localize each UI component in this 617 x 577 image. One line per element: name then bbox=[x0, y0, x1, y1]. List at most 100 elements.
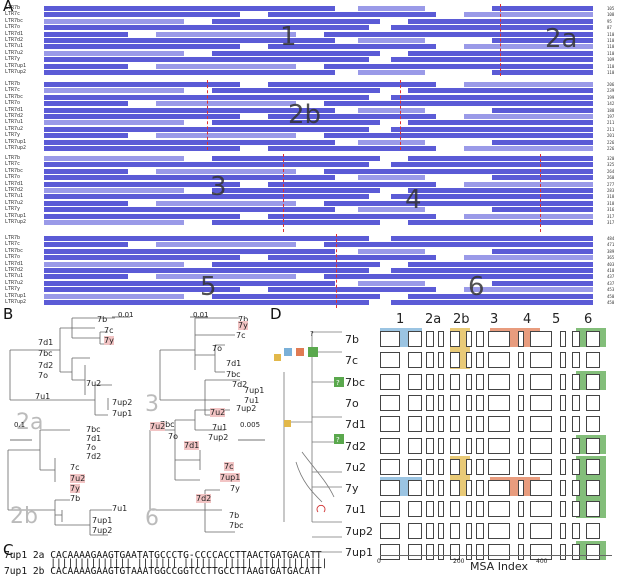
region-boundary-line bbox=[540, 154, 542, 232]
col-label-3: 3 bbox=[490, 312, 499, 327]
msa-conserved-segment bbox=[268, 287, 436, 293]
msa-seq-row bbox=[44, 38, 604, 43]
msa-end-position: 471 bbox=[607, 242, 615, 248]
msa-conserved-segment bbox=[212, 261, 380, 267]
msa-conserved-segment bbox=[212, 156, 380, 161]
msa-conserved-segment bbox=[156, 168, 296, 174]
element-box bbox=[476, 522, 484, 539]
msa-seq-row bbox=[44, 255, 604, 261]
element-box bbox=[530, 522, 552, 539]
element-box bbox=[560, 501, 566, 518]
tree-label: 7c bbox=[104, 326, 114, 335]
tree-label: 7o bbox=[86, 443, 96, 452]
msa-conserved-segment bbox=[268, 181, 436, 187]
col-label-2a: 2a bbox=[425, 312, 442, 327]
msa-conserved-segment bbox=[44, 242, 128, 248]
msa-seq-name: LTR7b bbox=[5, 81, 21, 87]
tree-label: 7up2 bbox=[92, 526, 113, 535]
msa-conserved-segment bbox=[44, 287, 240, 293]
msa-end-position: 110 bbox=[607, 38, 615, 43]
msa-seq-row bbox=[44, 248, 604, 254]
element-box bbox=[488, 416, 510, 433]
region-5-label: 5 bbox=[200, 272, 217, 302]
msa-seq-name: LTR7o bbox=[5, 174, 21, 181]
msa-conserved-segment bbox=[408, 156, 593, 161]
msa-seq-name: LTR7y bbox=[5, 206, 21, 213]
msa-seq-name: LTR7c bbox=[5, 11, 21, 18]
msa-seq-name: LTR7d2 bbox=[5, 113, 24, 119]
panel-c-label: C bbox=[3, 541, 14, 559]
msa-seq-row bbox=[44, 107, 604, 113]
msa-conserved-segment bbox=[268, 12, 436, 18]
element-box bbox=[530, 501, 552, 518]
element-box bbox=[572, 458, 580, 475]
region-2a-label: 2a bbox=[545, 24, 578, 54]
element-box bbox=[560, 480, 566, 497]
msa-conserved-segment bbox=[268, 82, 436, 87]
msa-conserved-segment bbox=[492, 175, 593, 181]
msa-conserved-segment bbox=[324, 63, 593, 69]
element-box bbox=[450, 373, 460, 390]
msa-end-position: 110 bbox=[607, 63, 615, 69]
msa-conserved-segment bbox=[44, 18, 184, 24]
msa-seq-name: LTR7o bbox=[5, 100, 21, 107]
element-box bbox=[518, 458, 524, 475]
element-box bbox=[380, 544, 400, 560]
msa-conserved-segment bbox=[44, 168, 128, 174]
msa-seq-name: LTR7o bbox=[5, 254, 21, 261]
msa-seq-name: LTR7c bbox=[5, 87, 21, 94]
msa-conserved-segment bbox=[464, 255, 593, 261]
tree-label: 7u1 bbox=[35, 392, 51, 401]
element-box bbox=[530, 373, 552, 390]
msa-seq-name: LTR7d2 bbox=[5, 37, 24, 43]
element-box bbox=[408, 522, 422, 539]
msa-conserved-segment bbox=[44, 12, 240, 18]
msa-seq-name: LTR7d1 bbox=[5, 180, 24, 187]
msa-conserved-segment bbox=[324, 200, 593, 206]
tree-label: 7up1 bbox=[92, 516, 113, 525]
element-box bbox=[560, 437, 566, 454]
element-box bbox=[488, 480, 510, 497]
msa-end-position: 201 bbox=[607, 133, 615, 139]
element-box bbox=[426, 394, 434, 411]
element-box bbox=[426, 352, 434, 369]
element-box bbox=[438, 522, 444, 539]
msa-conserved-segment bbox=[44, 213, 240, 219]
msa-conserved-segment bbox=[44, 94, 369, 100]
element-box bbox=[476, 480, 484, 497]
tree-3-title: 3 bbox=[145, 392, 159, 417]
msa-seq-name: LTR7u2 bbox=[5, 125, 24, 132]
msa-conserved-segment bbox=[357, 175, 425, 181]
tree-label: 7d1 bbox=[38, 338, 54, 347]
element-box bbox=[466, 544, 472, 560]
msa-index-axis bbox=[380, 555, 612, 556]
tree-2b-scale: 0.1 bbox=[14, 421, 26, 429]
msa-end-position: 199 bbox=[607, 94, 615, 100]
msa-conserved-segment bbox=[44, 44, 240, 50]
msa-conserved-segment bbox=[44, 248, 336, 254]
tree-label: 7b bbox=[229, 511, 240, 520]
tree-2b-title: 2b bbox=[10, 504, 38, 529]
msa-seq-name: LTR7c bbox=[5, 161, 21, 168]
msa-conserved-segment bbox=[324, 168, 593, 174]
msa-conserved-segment bbox=[357, 38, 425, 43]
msa-end-position: 95 bbox=[607, 18, 612, 24]
tree-2a-title: 2a bbox=[16, 410, 44, 435]
msa-conserved-segment bbox=[44, 139, 336, 145]
msa-seq-name: LTR7d1 bbox=[5, 106, 24, 113]
tree-6-title: 6 bbox=[145, 506, 159, 531]
msa-seq-name: LTR7u1 bbox=[5, 119, 24, 126]
element-box bbox=[476, 394, 484, 411]
msa-seq-name: LTR7d2 bbox=[5, 267, 24, 273]
msa-seq-row bbox=[44, 220, 604, 225]
element-box bbox=[466, 416, 472, 433]
msa-conserved-segment bbox=[156, 242, 296, 248]
msa-conserved-segment bbox=[44, 300, 369, 305]
msa-seq-name: LTR7o bbox=[5, 24, 21, 31]
element-box bbox=[450, 501, 460, 518]
element-box bbox=[572, 394, 580, 411]
msa-seq-name: LTR7u2 bbox=[5, 49, 24, 56]
msa-end-position: 105 bbox=[607, 6, 615, 11]
evolution-tree-diagram bbox=[274, 331, 344, 553]
question-mark-1: ? bbox=[310, 330, 314, 338]
